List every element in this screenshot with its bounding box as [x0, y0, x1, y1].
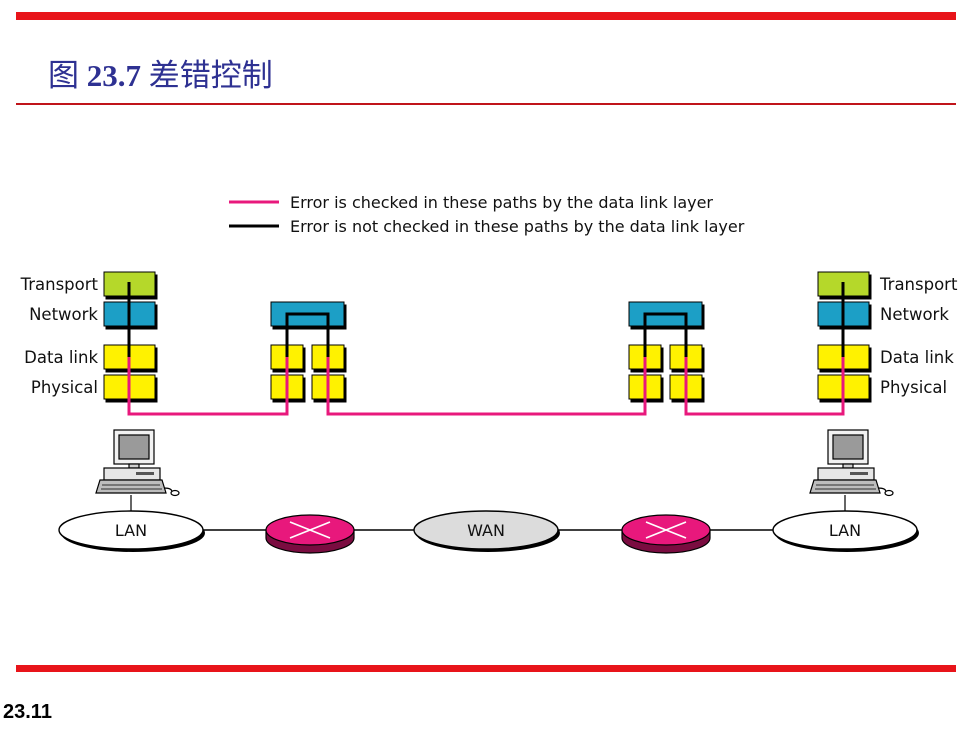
title-prefix: 图 — [48, 58, 79, 93]
lan-right-label: LAN — [829, 521, 861, 540]
router-stack-1 — [270, 301, 345, 400]
right-datalink-label: Data link — [880, 348, 954, 367]
error-control-diagram: Error is checked in these paths by the d… — [20, 193, 958, 554]
legend-checked-label: Error is checked in these paths by the d… — [290, 193, 713, 212]
router2-network-path — [643, 312, 688, 357]
right-physical-label: Physical — [880, 378, 947, 397]
legend: Error is checked in these paths by the d… — [229, 193, 745, 236]
computer-icon-right — [809, 429, 894, 497]
left-network-label: Network — [29, 305, 98, 324]
checked-paths — [127, 357, 845, 416]
legend-unchecked-label: Error is not checked in these paths by t… — [290, 217, 745, 236]
computer-icon-left — [95, 429, 180, 497]
hop2-checked-path — [326, 357, 647, 416]
lan-left-label: LAN — [115, 521, 147, 540]
right-transport-label: Transport — [879, 275, 958, 294]
title-text: 差错控制 — [148, 58, 273, 93]
hop3-checked-path — [684, 357, 845, 416]
unchecked-paths — [127, 282, 845, 357]
wan-cloud: WAN — [413, 510, 560, 552]
lan-right-cloud: LAN — [772, 510, 919, 552]
hop1-checked-path — [127, 357, 289, 416]
lan-left-cloud: LAN — [58, 510, 205, 552]
router2-network-layer — [628, 301, 703, 327]
left-transport-label: Transport — [20, 275, 99, 294]
router-icon-1 — [265, 514, 355, 554]
top-accent-bar — [16, 12, 956, 20]
router-stack-2 — [628, 301, 703, 400]
router1-network-path — [285, 312, 330, 357]
router-icon-2 — [621, 514, 711, 554]
bottom-accent-bar — [16, 665, 956, 672]
page-title: 图 23.7 差错控制 — [48, 50, 273, 95]
left-datalink-label: Data link — [24, 348, 98, 367]
left-physical-label: Physical — [31, 378, 98, 397]
title-divider — [16, 103, 956, 105]
slide-number: 23.11 — [3, 701, 52, 723]
wan-label: WAN — [467, 521, 505, 540]
right-network-label: Network — [880, 305, 949, 324]
title-number: 23.7 — [86, 58, 141, 93]
